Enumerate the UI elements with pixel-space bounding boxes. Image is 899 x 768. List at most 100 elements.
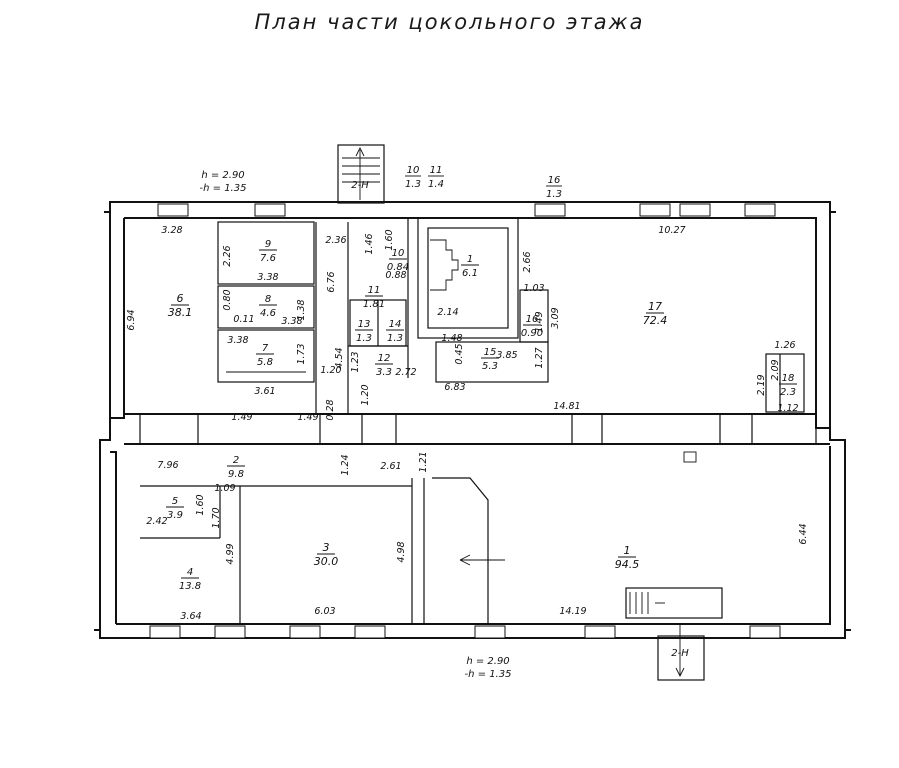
room-area: 30.0 (314, 555, 339, 568)
dimension-label: 3.38 (281, 316, 302, 327)
dimension-label: 1.20 (360, 384, 371, 405)
room-number: 17 (648, 300, 662, 313)
dimension-label: 0.28 (325, 399, 336, 420)
dimension-label: 4.99 (225, 543, 236, 564)
dimension-label: 6.76 (326, 271, 337, 292)
dimension-label: 2.42 (146, 516, 167, 527)
room-number: 1 (467, 254, 473, 265)
outside-number: 11 (430, 165, 443, 176)
dimension-label: 1.09 (214, 483, 235, 494)
room-area: 6.1 (462, 268, 478, 279)
room-area: 5.3 (482, 361, 498, 372)
dimension-label: 3.85 (496, 350, 517, 361)
dimension-label: 1.21 (418, 451, 429, 472)
outside-area: 1.4 (428, 179, 444, 190)
dimension-label: 6.94 (126, 309, 137, 330)
dimension-label: 4.98 (396, 541, 407, 562)
room-number: 13 (358, 319, 371, 330)
room-area: 4.6 (260, 308, 276, 319)
room-number: 5 (172, 496, 178, 507)
outside-number: 16 (548, 175, 561, 186)
room-area: 0.84 (387, 262, 409, 273)
dimension-label: 1.49 (297, 412, 318, 423)
room-number: 18 (782, 373, 795, 384)
room-number: 10 (392, 248, 405, 259)
dimension-label: 0.80 (222, 289, 233, 310)
dimension-label: 3.64 (180, 611, 201, 622)
room-number: 11 (368, 285, 381, 296)
dimension-label: 3.09 (550, 307, 561, 328)
dimension-label: 3.61 (254, 386, 275, 397)
height-note: h = 2.90 (466, 656, 509, 667)
room-area: 13.8 (179, 581, 201, 592)
dimension-label: 1.20 (320, 365, 341, 376)
dimension-label: 1.60 (195, 494, 206, 515)
room-area: 72.4 (643, 314, 668, 327)
dimension-label: 3.38 (227, 335, 248, 346)
dimension-label: 2.09 (770, 359, 781, 380)
dimension-label: 1.48 (441, 333, 462, 344)
room-number: 6 (177, 292, 184, 305)
dimension-label: 1.23 (350, 351, 361, 372)
dimension-label: 1.73 (296, 343, 307, 364)
dimension-label: 0.88 (385, 270, 406, 281)
bottom-stair (657, 624, 705, 681)
room-area: 1.3 (356, 333, 372, 344)
room-area: 1.3 (387, 333, 403, 344)
outside-number: 10 (407, 165, 420, 176)
outer-walls (94, 201, 851, 639)
dimension-label: 6.44 (798, 523, 809, 544)
dimension-label: 7.96 (157, 460, 178, 471)
dimension-label: 1.24 (340, 454, 351, 475)
stair-label: 2-Н (671, 648, 689, 659)
room-area: 3.3 (376, 367, 392, 378)
top-stair (337, 144, 385, 204)
room-number: 1 (624, 544, 631, 557)
dimension-label: 14.81 (553, 401, 580, 412)
height-note: -h = 1.35 (465, 669, 512, 680)
top-windows (157, 203, 776, 217)
dimension-label: 1.03 (523, 283, 544, 294)
dimension-label: 3.38 (257, 272, 278, 283)
room-number: 3 (323, 541, 330, 554)
outside-area: 1.3 (405, 179, 421, 190)
dimension-label: 3.28 (161, 225, 182, 236)
room-area: 5.8 (257, 357, 273, 368)
dimension-label: 4.54 (334, 347, 345, 368)
room-area: 1.81 (363, 299, 385, 310)
dimension-label: 1.26 (774, 340, 795, 351)
dimension-label: 14.19 (559, 606, 586, 617)
room-area: 94.5 (615, 558, 640, 571)
room-number: 12 (378, 353, 391, 364)
dimension-label: 0.11 (233, 314, 254, 325)
room-area: 3.9 (167, 510, 183, 521)
room-number: 14 (389, 319, 402, 330)
room-number: 2 (233, 455, 239, 466)
room-area: 0.90 (521, 328, 543, 339)
dimension-label: 1.12 (777, 403, 798, 414)
dimension-label: 2.19 (756, 374, 767, 395)
bottom-windows (149, 625, 781, 639)
room-number: 8 (265, 294, 271, 305)
dimension-label: 1.46 (364, 233, 375, 254)
dimension-label: 10.27 (658, 225, 685, 236)
height-note: -h = 1.35 (200, 183, 247, 194)
height-note: h = 2.90 (201, 170, 244, 181)
room-area: 7.6 (260, 253, 276, 264)
room-number: 9 (265, 239, 271, 250)
corridor-piers (139, 413, 817, 445)
lower-partitions (140, 451, 723, 624)
dimension-label: 1.70 (211, 507, 222, 528)
dimension-label: 1.49 (534, 311, 545, 332)
outside-area: 1.3 (546, 189, 562, 200)
room-number: 16 (526, 314, 539, 325)
dimension-label: 1.27 (534, 347, 545, 368)
plan-title: План части цокольного этажа (254, 10, 645, 34)
room-area: 38.1 (168, 306, 193, 319)
room-number: 4 (187, 567, 193, 578)
dimension-label: 2.66 (522, 251, 533, 272)
room-area: 2.3 (780, 387, 796, 398)
dimension-label: 6.83 (444, 382, 465, 393)
dimension-label: 2.26 (222, 245, 233, 266)
